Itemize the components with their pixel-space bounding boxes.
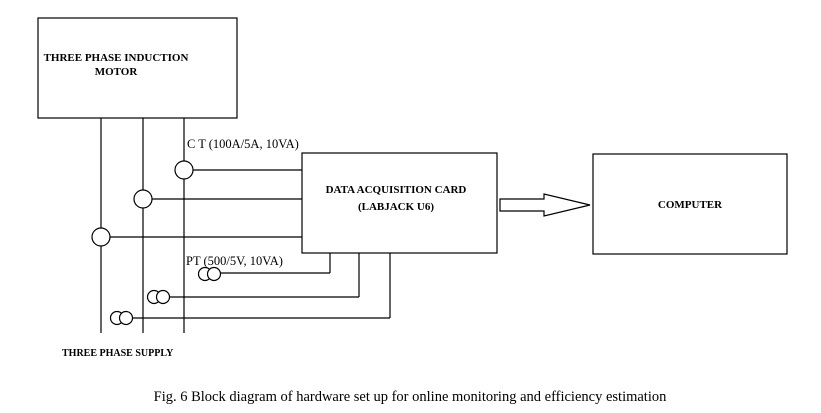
- current-transformers: [91, 160, 302, 247]
- figure-caption: Fig. 6 Block diagram of hardware set up …: [154, 389, 667, 405]
- daq-box: [301, 152, 498, 254]
- data-flow-arrow: [499, 193, 591, 217]
- pt-sensor-1-coil-b: [118, 310, 134, 326]
- potential-transformers: [109, 253, 391, 326]
- supply-label: THREE PHASE SUPPLY: [62, 348, 174, 359]
- hollow-arrow: [499, 193, 591, 217]
- three-phase-lines: [100, 118, 185, 333]
- pt-sensor-2-coil-b: [155, 289, 171, 305]
- motor-box: [37, 17, 238, 119]
- pt-label: PT (500/5V, 10VA): [186, 254, 283, 268]
- daq-block: DATA ACQUISITION CARD (LABJACK U6): [301, 152, 498, 254]
- ct-sensor-3: [174, 160, 194, 180]
- computer-label: COMPUTER: [658, 199, 723, 211]
- motor-label-line2: MOTOR: [95, 66, 139, 78]
- ct-sensor-1: [91, 227, 111, 247]
- daq-label-line2: (LABJACK U6): [358, 201, 434, 213]
- daq-label-line1: DATA ACQUISITION CARD: [326, 184, 467, 196]
- ct-sensor-2: [133, 189, 153, 209]
- motor-label-line1: THREE PHASE INDUCTION: [44, 52, 189, 64]
- computer-box: [592, 153, 788, 255]
- motor-block: THREE PHASE INDUCTION MOTOR: [37, 17, 238, 119]
- ct-label: C T (100A/5A, 10VA): [187, 137, 299, 151]
- computer-block: COMPUTER: [592, 153, 788, 255]
- pt-sensor-3-coil-b: [206, 266, 222, 282]
